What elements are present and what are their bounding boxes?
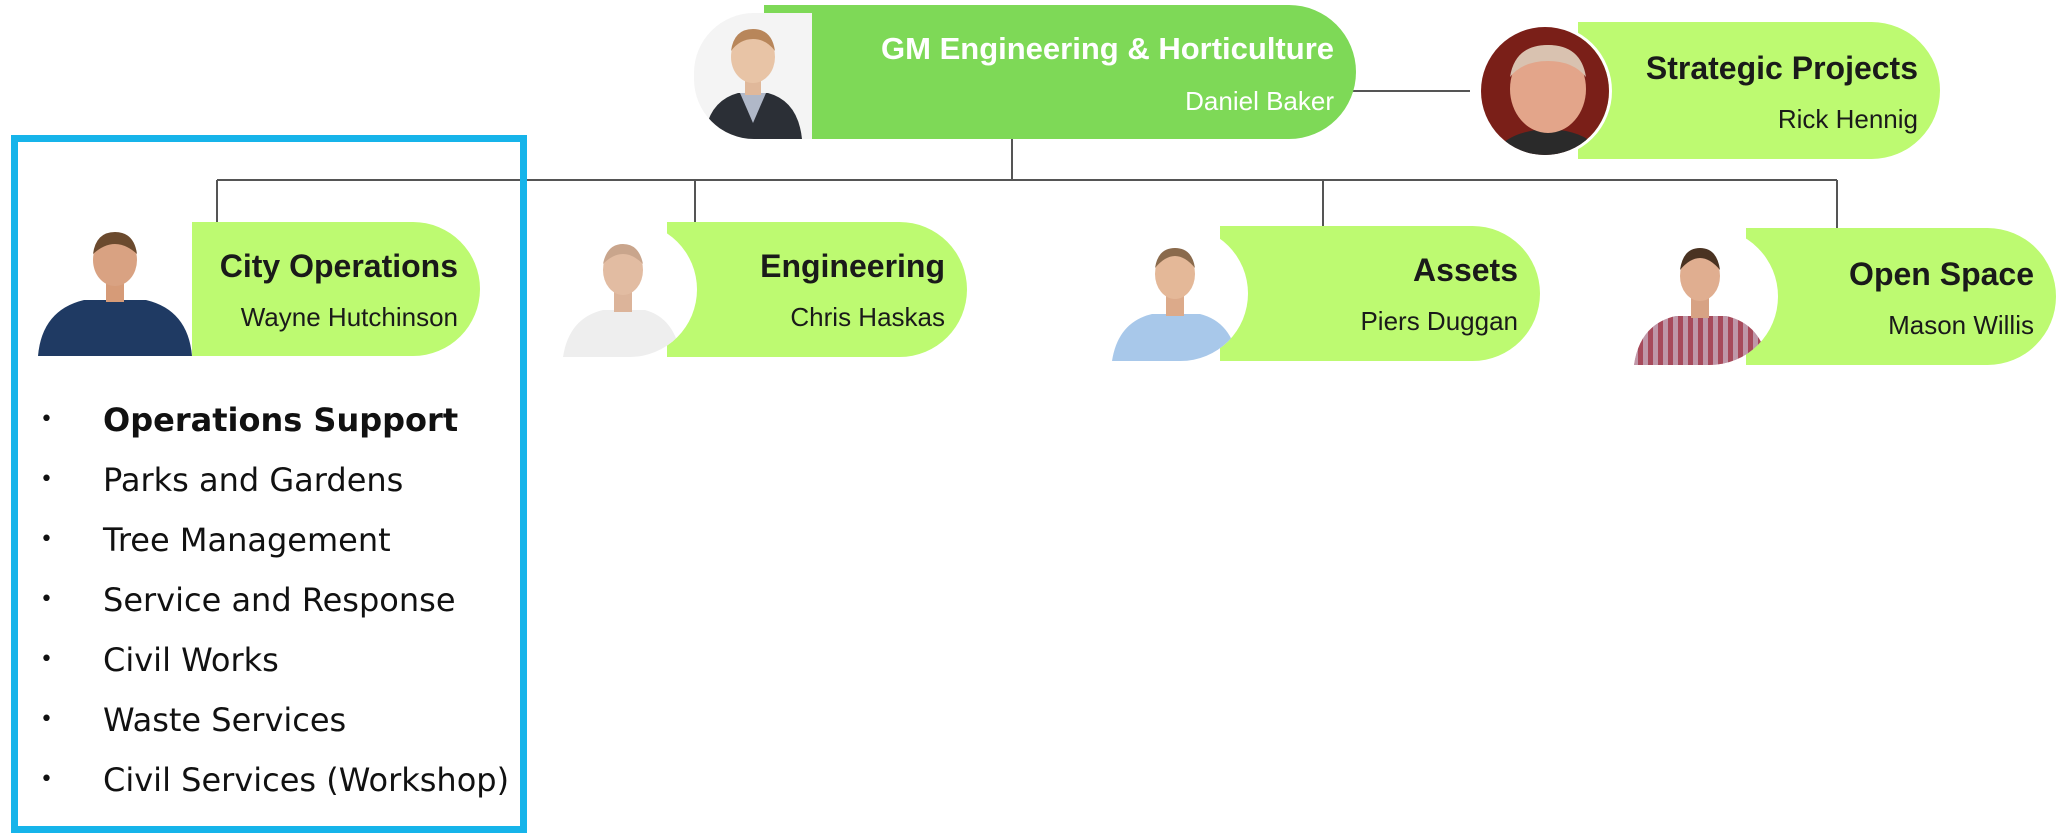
service-item: • Civil Services (Workshop) xyxy=(40,750,509,810)
person-photo-icon xyxy=(557,222,697,357)
gm-photo xyxy=(694,13,812,139)
city-operations-highlight-box xyxy=(11,135,527,833)
engineering-title: Engineering xyxy=(760,248,945,284)
strategic-pill: Strategic Projects Rick Hennig xyxy=(1578,22,1940,159)
bullet: • xyxy=(40,647,53,672)
strategic-title: Strategic Projects xyxy=(1645,50,1918,86)
city-operations-node: City Operations Wayne Hutchinson xyxy=(38,222,480,356)
service-label: Service and Response xyxy=(103,581,456,619)
gm-node: GM Engineering & Horticulture Daniel Bak… xyxy=(694,5,1356,139)
assets-title: Assets xyxy=(1413,252,1518,288)
engineering-name: Chris Haskas xyxy=(790,302,945,332)
assets-name: Piers Duggan xyxy=(1360,306,1518,336)
service-item: • Parks and Gardens xyxy=(40,450,509,510)
assets-photo xyxy=(1108,226,1248,361)
person-photo-icon xyxy=(1108,226,1248,361)
service-label: Waste Services xyxy=(103,701,347,739)
open-space-pill: Open Space Mason Willis xyxy=(1746,228,2056,365)
engineering-pill: Engineering Chris Haskas xyxy=(667,222,967,357)
bullet: • xyxy=(40,407,53,432)
engineering-node: Engineering Chris Haskas xyxy=(557,222,967,357)
city-operations-title: City Operations xyxy=(219,248,458,284)
person-photo-icon xyxy=(1628,228,1778,365)
city-operations-name: Wayne Hutchinson xyxy=(240,302,458,332)
open-space-node: Open Space Mason Willis xyxy=(1628,228,2056,365)
service-label: Civil Works xyxy=(103,641,279,679)
open-space-photo xyxy=(1628,228,1778,365)
service-item: • Operations Support xyxy=(40,390,509,450)
strategic-photo xyxy=(1478,24,1612,158)
gm-pill: GM Engineering & Horticulture Daniel Bak… xyxy=(764,5,1356,139)
strategic-projects-node: Strategic Projects Rick Hennig xyxy=(1478,22,1940,159)
service-item: • Tree Management xyxy=(40,510,509,570)
service-label: Civil Services (Workshop) xyxy=(103,761,510,799)
service-item: • Civil Works xyxy=(40,630,509,690)
city-operations-services-list: • Operations Support • Parks and Gardens •… xyxy=(40,390,509,810)
person-photo-icon xyxy=(694,13,812,139)
person-photo-icon xyxy=(1481,27,1609,155)
service-label: Operations Support xyxy=(103,401,459,439)
bullet: • xyxy=(40,767,53,792)
bullet: • xyxy=(40,707,53,732)
gm-name: Daniel Baker xyxy=(1185,86,1334,116)
bullet: • xyxy=(40,527,53,552)
city-operations-pill: City Operations Wayne Hutchinson xyxy=(190,222,480,356)
assets-node: Assets Piers Duggan xyxy=(1108,226,1540,361)
strategic-name: Rick Hennig xyxy=(1777,104,1918,134)
gm-title: GM Engineering & Horticulture xyxy=(881,31,1334,66)
person-photo-icon xyxy=(38,222,192,356)
engineering-photo xyxy=(557,222,697,357)
city-operations-photo xyxy=(38,222,192,356)
service-label: Tree Management xyxy=(103,521,391,559)
service-item: • Waste Services xyxy=(40,690,509,750)
assets-pill: Assets Piers Duggan xyxy=(1220,226,1540,361)
bullet: • xyxy=(40,467,53,492)
open-space-name: Mason Willis xyxy=(1888,310,2034,340)
service-label: Parks and Gardens xyxy=(103,461,404,499)
service-item: • Service and Response xyxy=(40,570,509,630)
bullet: • xyxy=(40,587,53,612)
open-space-title: Open Space xyxy=(1849,256,2034,292)
